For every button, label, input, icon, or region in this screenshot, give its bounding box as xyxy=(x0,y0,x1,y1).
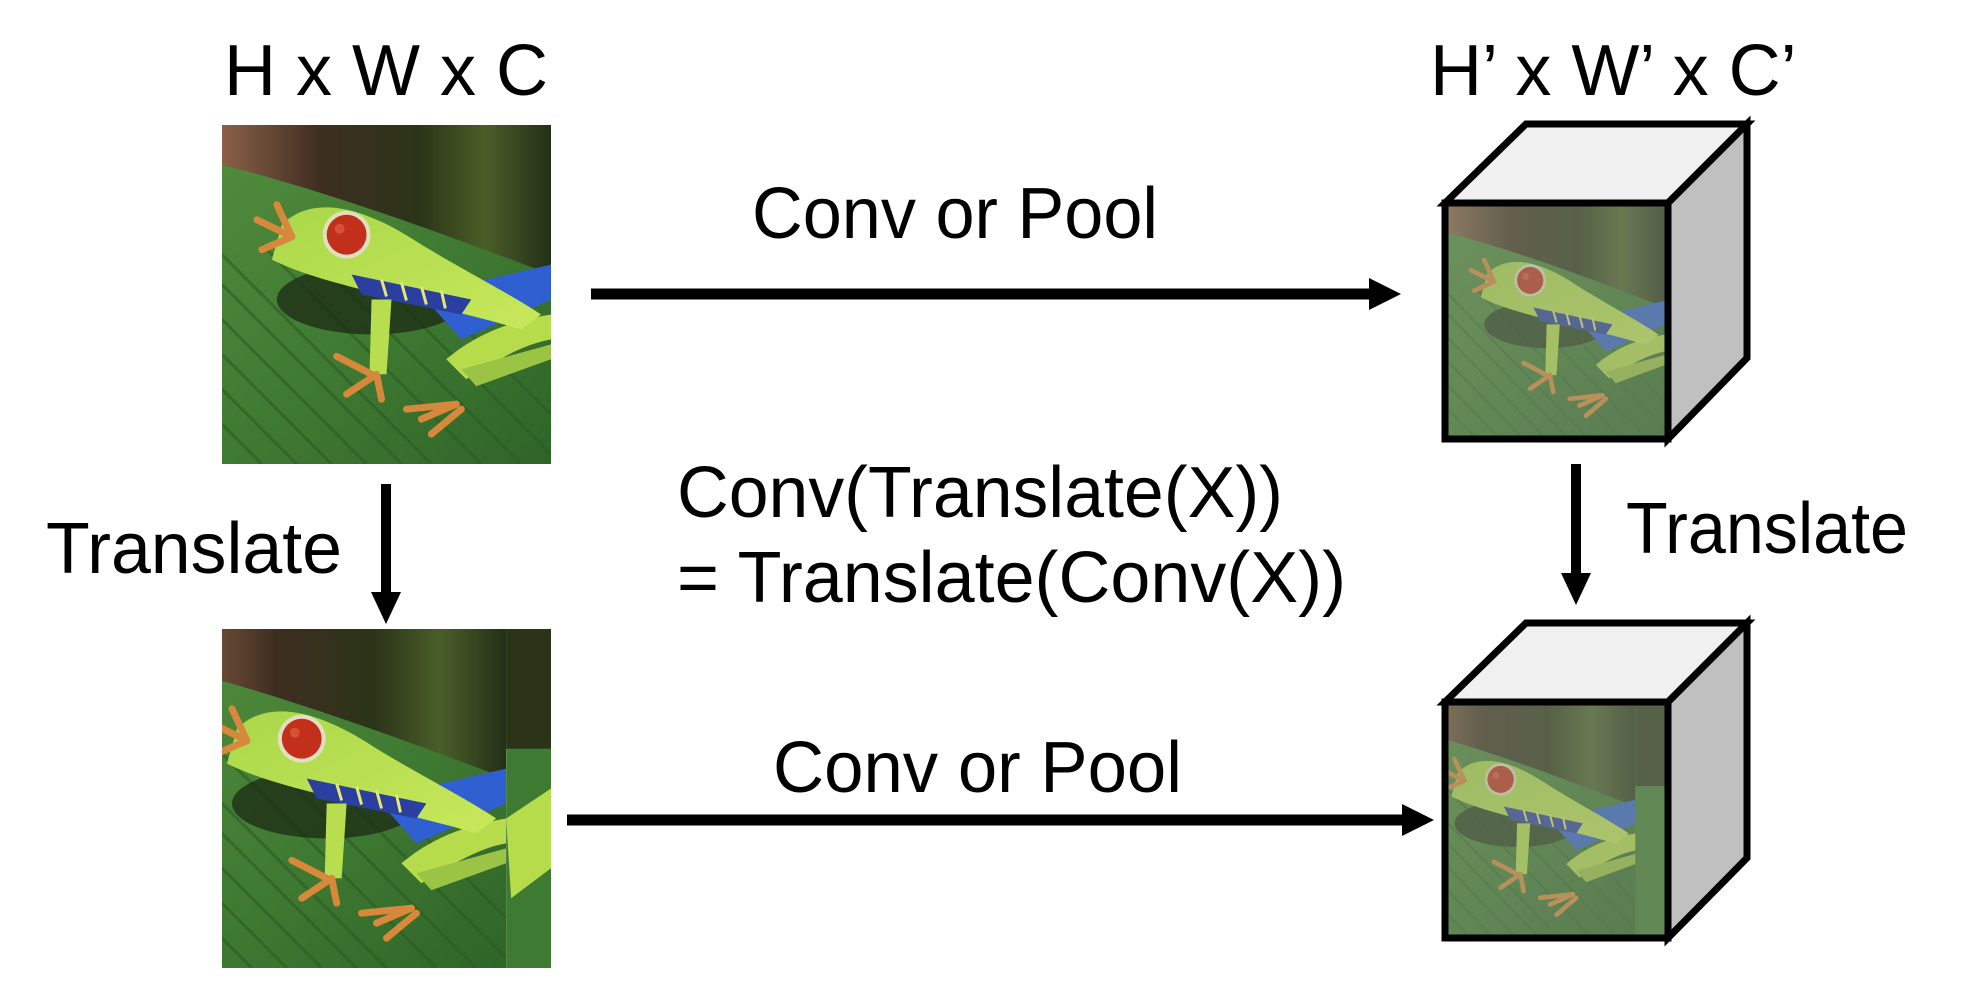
top-conv-arrow xyxy=(591,278,1401,310)
left-translate-label: Translate xyxy=(46,509,342,589)
bottom-conv-arrow xyxy=(567,804,1434,836)
right-translate-label: Translate xyxy=(1626,489,1908,569)
translated-input-image xyxy=(177,629,551,968)
left-arrow-head xyxy=(371,592,401,624)
top-arrow-head xyxy=(1369,278,1401,310)
top-op-label: Conv or Pool xyxy=(752,174,1158,254)
equation-line-2: = Translate(Conv(X)) xyxy=(677,538,1346,618)
output-shape-label: H’ x W’ x C’ xyxy=(1430,31,1797,111)
output-cube xyxy=(1436,115,1756,448)
cube-front-face xyxy=(1441,199,1672,443)
equation-line-1: Conv(Translate(X)) xyxy=(677,453,1283,533)
translated-output-cube xyxy=(1436,614,1756,947)
left-translate-arrow xyxy=(371,484,401,624)
bottom-arrow-head xyxy=(1402,804,1434,836)
bottom-op-label: Conv or Pool xyxy=(773,728,1182,808)
right-arrow-head xyxy=(1561,573,1591,605)
input-shape-label: H x W x C xyxy=(224,31,548,111)
input-image xyxy=(222,125,551,464)
cube-front-face xyxy=(1441,698,1672,942)
right-translate-arrow xyxy=(1561,464,1591,605)
